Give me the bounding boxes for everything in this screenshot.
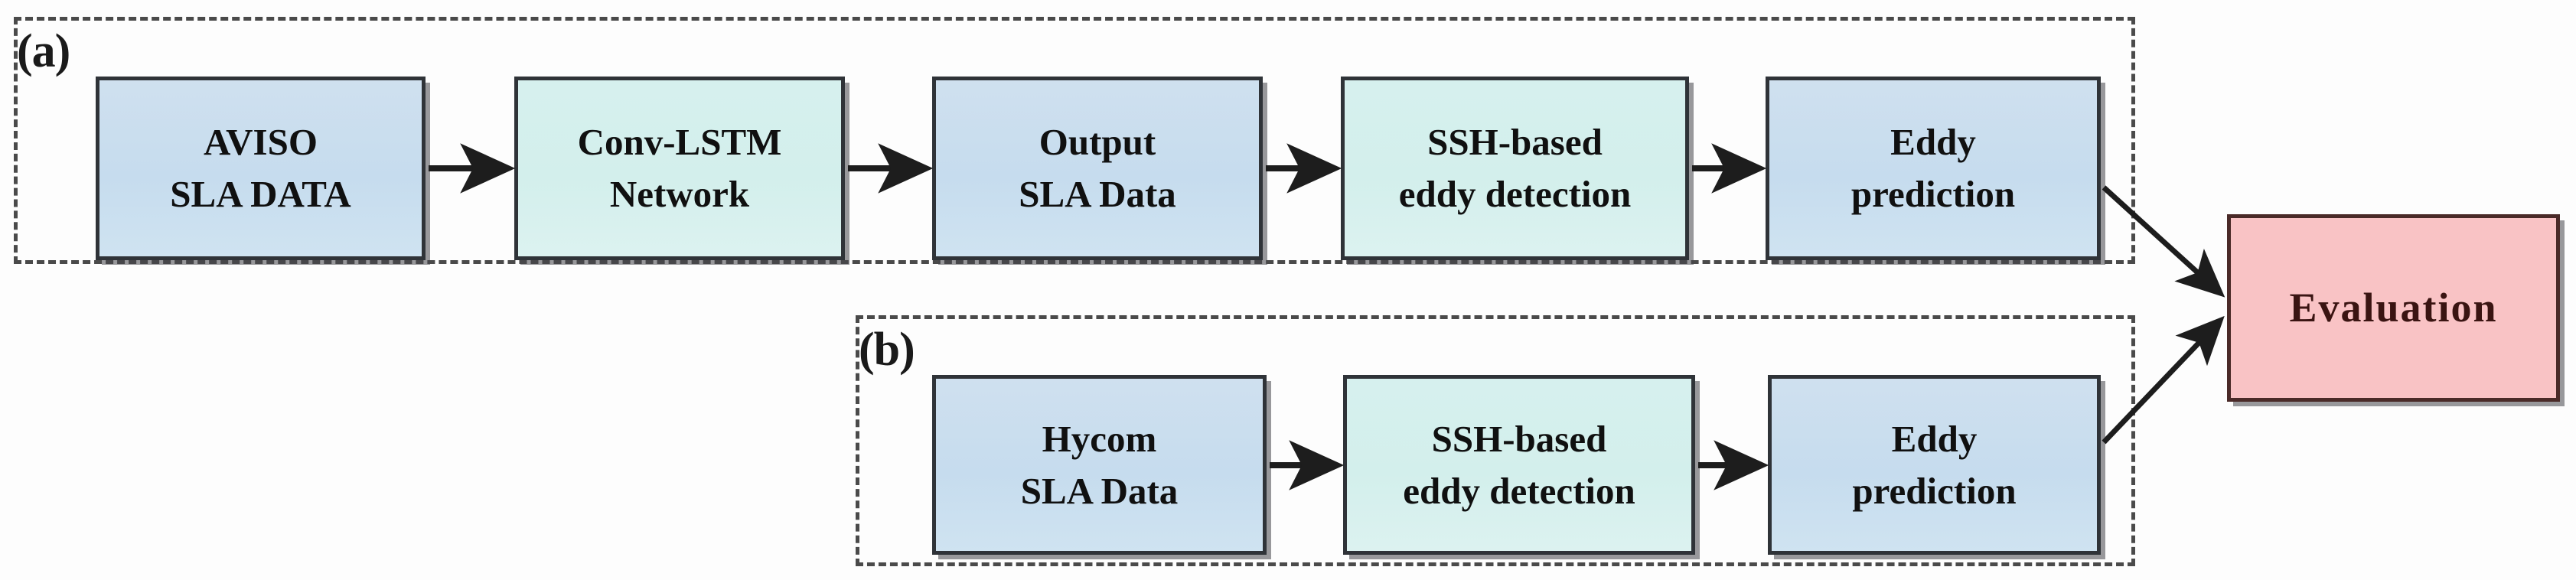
group-a-label: (a) bbox=[17, 25, 70, 77]
node-line-1: Conv-LSTM bbox=[577, 121, 782, 164]
node-line-1: Eddy bbox=[1891, 417, 1978, 460]
node-line-1: AVISO bbox=[204, 121, 318, 164]
node-line-2: eddy detection bbox=[1398, 173, 1632, 215]
node-output-sla-data[interactable]: Output SLA Data bbox=[932, 77, 1263, 260]
node-line-2: SLA DATA bbox=[170, 173, 351, 215]
node-line-2: SLA Data bbox=[1019, 173, 1176, 215]
node-ssh-based-eddy-detection-b[interactable]: SSH-based eddy detection bbox=[1343, 375, 1695, 555]
group-b-label: (b) bbox=[859, 324, 915, 376]
node-line-2: SLA Data bbox=[1020, 469, 1179, 512]
node-line-1: Eddy bbox=[1890, 121, 1976, 164]
evaluation-label: Evaluation bbox=[2289, 285, 2498, 331]
node-line-2: prediction bbox=[1852, 469, 2017, 512]
node-line-1: Output bbox=[1039, 121, 1156, 164]
node-eddy-prediction-a[interactable]: Eddy prediction bbox=[1766, 77, 2101, 260]
node-ssh-based-eddy-detection-a[interactable]: SSH-based eddy detection bbox=[1341, 77, 1689, 260]
node-evaluation[interactable]: Evaluation bbox=[2227, 214, 2560, 402]
node-eddy-prediction-b[interactable]: Eddy prediction bbox=[1768, 375, 2101, 555]
node-line-1: Hycom bbox=[1042, 417, 1157, 460]
node-line-1: SSH-based bbox=[1431, 417, 1607, 460]
node-line-2: Network bbox=[609, 173, 750, 215]
group-a-dashed-border bbox=[14, 17, 2135, 264]
node-line-1: SSH-based bbox=[1427, 121, 1603, 164]
node-aviso-sla-data[interactable]: AVISO SLA DATA bbox=[96, 77, 426, 260]
node-hycom-sla-data[interactable]: Hycom SLA Data bbox=[932, 375, 1267, 555]
node-conv-lstm-network[interactable]: Conv-LSTM Network bbox=[514, 77, 845, 260]
node-line-2: prediction bbox=[1850, 173, 2016, 215]
node-line-2: eddy detection bbox=[1403, 469, 1635, 512]
